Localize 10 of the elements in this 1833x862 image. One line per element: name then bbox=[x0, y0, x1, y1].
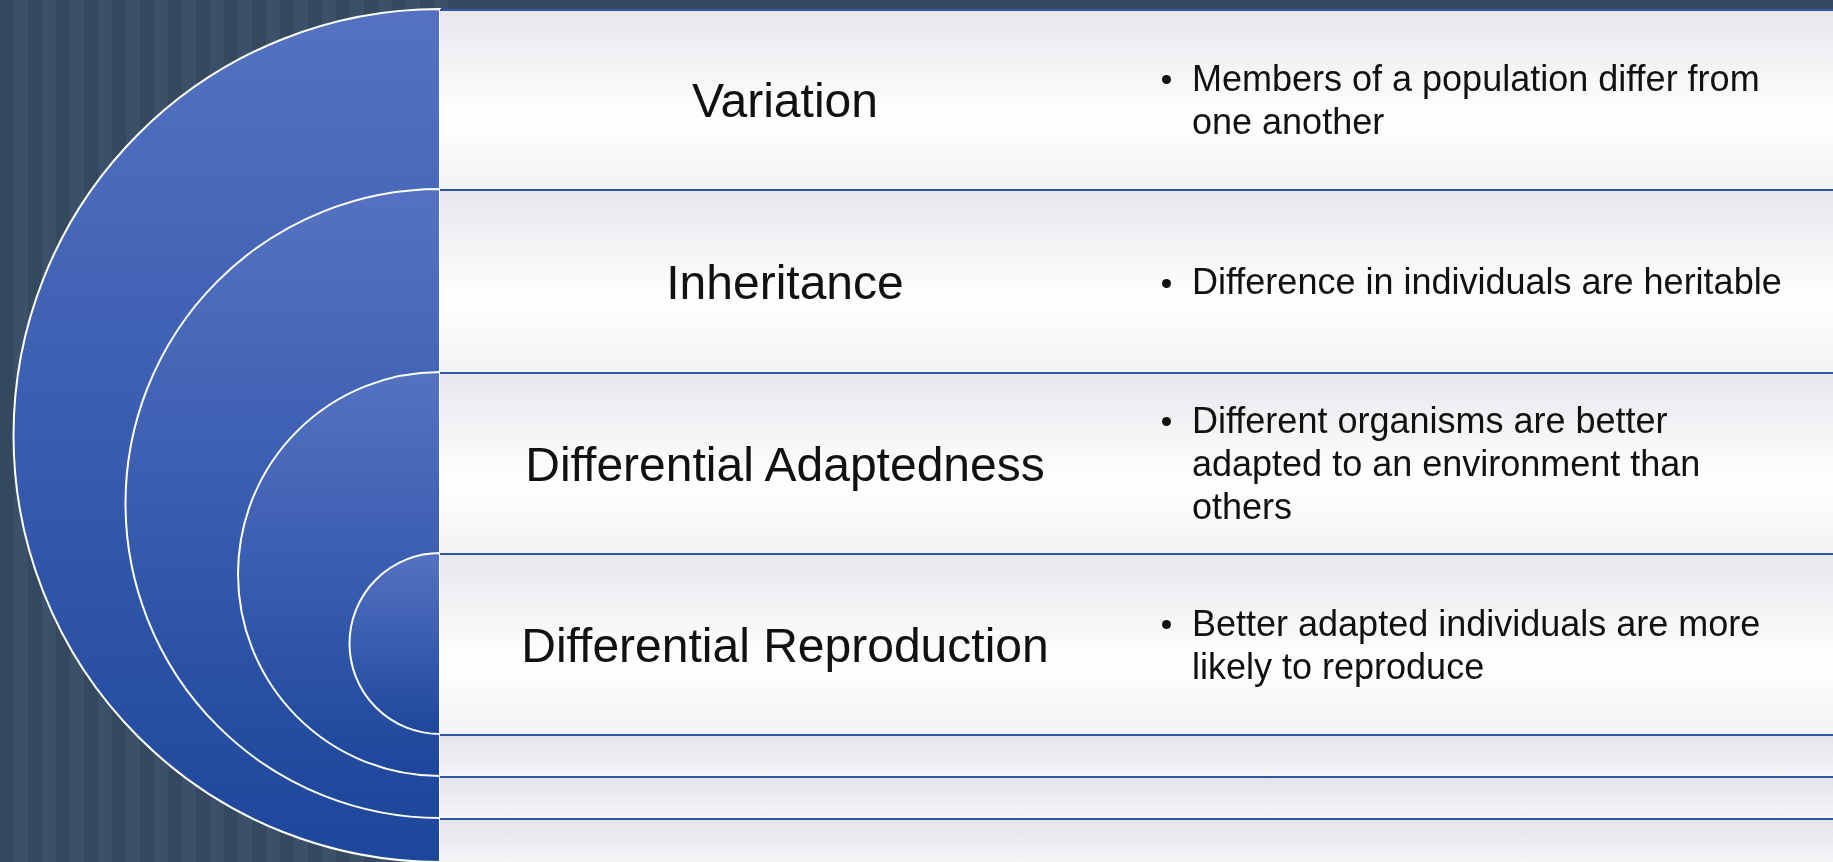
bullet-text: Members of a population differ from one another bbox=[1192, 56, 1761, 144]
row-heading: Differential Reproduction bbox=[520, 617, 1050, 672]
bullet-text: Difference in individuals are heritable bbox=[1192, 259, 1783, 304]
row-heading: Inheritance bbox=[665, 254, 905, 309]
bullet-text: Better adapted individuals are more likely to reproduce bbox=[1192, 601, 1762, 688]
row-panel bbox=[440, 9, 1833, 189]
bullet-text: Different organisms are better adapted to an environment than others bbox=[1192, 398, 1702, 529]
row-panel bbox=[440, 189, 1833, 372]
row-heading: Variation bbox=[691, 72, 879, 128]
row-heading: Differential Adaptedness bbox=[524, 436, 1046, 491]
